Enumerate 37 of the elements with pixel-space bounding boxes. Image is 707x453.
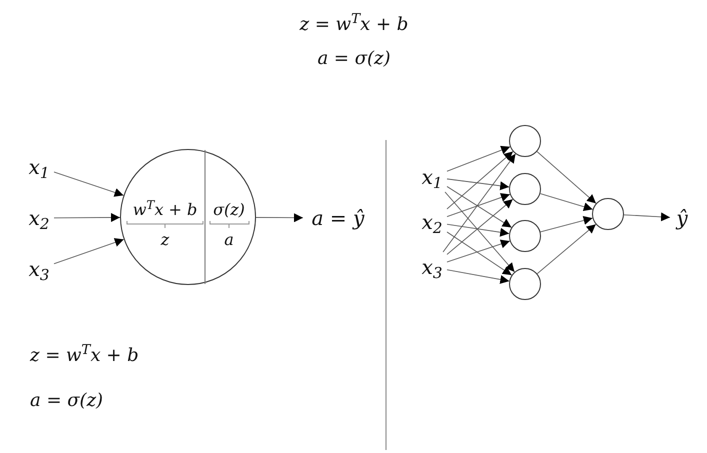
arrow bbox=[446, 186, 512, 228]
arrow bbox=[54, 213, 120, 222]
math-symbol: x$_{1}$ bbox=[417, 162, 447, 192]
math-symbol: x$_{2}$ bbox=[24, 203, 54, 233]
formula-text: σ(z) bbox=[212, 200, 246, 220]
arrow bbox=[54, 172, 124, 197]
math-symbol: x$_{2}$ bbox=[417, 207, 447, 237]
arrow bbox=[446, 269, 510, 284]
math-symbol: x$_{3}$ bbox=[417, 252, 447, 282]
formula-text: w$^{T}$x + b bbox=[132, 200, 198, 220]
arrow bbox=[446, 224, 510, 237]
arrow bbox=[446, 193, 510, 218]
math-symbol: ŷ bbox=[670, 203, 694, 233]
arrow bbox=[536, 151, 596, 204]
arrow bbox=[446, 240, 510, 262]
arrow bbox=[446, 146, 510, 172]
equation-text: a = σ(z) bbox=[30, 390, 104, 412]
arrow bbox=[540, 216, 593, 232]
arrow bbox=[536, 224, 596, 274]
math-symbol: a = ŷ bbox=[303, 203, 373, 233]
arrow bbox=[442, 153, 516, 252]
arrow bbox=[54, 238, 124, 264]
math-symbol: x$_{1}$ bbox=[24, 152, 54, 182]
arrow bbox=[444, 192, 515, 272]
arrow bbox=[624, 212, 670, 222]
arrow bbox=[256, 213, 304, 222]
formula-text: a bbox=[223, 230, 235, 250]
equation-text: z = w$^{T}$x + b bbox=[30, 345, 140, 368]
equation-text: z = w$^{T}$x + b bbox=[298, 14, 410, 36]
arrow bbox=[446, 198, 514, 255]
arrow bbox=[446, 232, 512, 276]
arrow bbox=[540, 193, 594, 212]
arrow bbox=[446, 178, 510, 190]
arrow bbox=[446, 151, 514, 210]
math-symbol: x$_{3}$ bbox=[24, 254, 54, 284]
formula-text: z bbox=[160, 230, 170, 250]
equation-text: a = σ(z) bbox=[316, 48, 392, 70]
